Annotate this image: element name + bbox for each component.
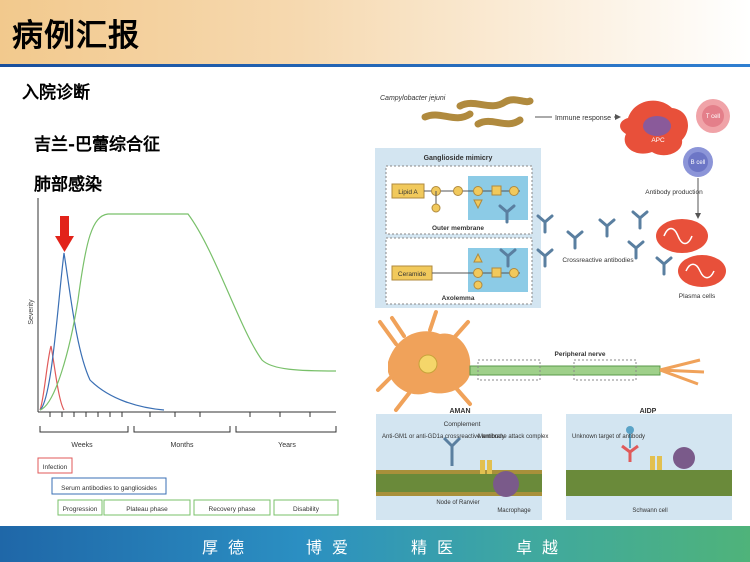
title-bar: 病例汇报 [0, 0, 750, 64]
time-axis-ticks [49, 412, 311, 417]
infection-curve [39, 345, 65, 411]
y-axis-label: Severity [28, 299, 35, 325]
clinical-course-figure: Severity Weeks Months Years Infection Se… [28, 198, 339, 516]
svg-text:Campylobacter jejuni: Campylobacter jejuni [380, 95, 446, 102]
antibodies-box [51, 477, 167, 495]
infection-box [37, 457, 73, 474]
footer-bar: 厚德 博爱 精医 卓越 [0, 526, 750, 562]
section-heading: 入院诊断 [22, 83, 90, 103]
scale-years: Years [278, 442, 296, 449]
plasma-cell-icon [656, 219, 726, 287]
aidp-panel [566, 414, 732, 520]
neuron-icon [376, 310, 472, 412]
motto-4: 卓越 [516, 538, 569, 557]
pathogenesis-figure: Campylobacter jejuni Immune response APC… [375, 95, 732, 520]
svg-text:Peripheral nerve: Peripheral nerve [555, 351, 606, 358]
svg-text:Schwann cell: Schwann cell [632, 508, 667, 514]
macrophage-icon [493, 471, 519, 497]
slide-title: 病例汇报 [12, 18, 140, 54]
svg-text:Infection: Infection [43, 464, 68, 471]
svg-text:B cell: B cell [691, 160, 706, 166]
svg-text:T cell: T cell [706, 114, 720, 120]
svg-text:Ganglioside mimicry: Ganglioside mimicry [424, 155, 493, 162]
title-divider [0, 64, 750, 67]
svg-text:Complement: Complement [444, 421, 481, 428]
motto-2: 博爱 [306, 538, 359, 557]
svg-text:AMAN: AMAN [450, 408, 471, 415]
svg-text:Plateau phase: Plateau phase [126, 506, 168, 513]
svg-text:Anti-GM1 or anti-GD1a crossrea: Anti-GM1 or anti-GD1a crossreactive anti… [382, 434, 505, 440]
progression-box [57, 499, 103, 516]
peripheral-nerve-icon [469, 365, 661, 376]
diagnosis-item-2: 肺部感染 [34, 175, 102, 195]
diagnosis-item-1: 吉兰-巴蕾综合征 [34, 135, 161, 155]
bacterium-icon [456, 96, 534, 110]
plateau-box [103, 499, 191, 516]
aman-panel [376, 414, 542, 520]
svg-text:Ceramide: Ceramide [398, 271, 427, 278]
scale-weeks: Weeks [71, 442, 93, 449]
svg-text:Membrane attack complex: Membrane attack complex [478, 434, 548, 440]
svg-text:Serum antibodies to gangliosid: Serum antibodies to gangliosides [61, 485, 158, 492]
svg-text:Node of Ranvier: Node of Ranvier [436, 500, 479, 506]
svg-text:Immune response: Immune response [555, 115, 611, 122]
svg-text:Recovery phase: Recovery phase [209, 506, 256, 513]
svg-text:Progression: Progression [63, 506, 98, 513]
disability-box [273, 499, 339, 516]
svg-text:Crossreactive antibodies: Crossreactive antibodies [562, 257, 634, 264]
recovery-box [193, 499, 271, 516]
antibody-production-label: Antibody production [645, 189, 703, 196]
peak-arrow-icon [55, 216, 74, 252]
svg-text:Outer membrane: Outer membrane [432, 225, 484, 232]
svg-text:Plasma cells: Plasma cells [679, 293, 716, 300]
disability-curve [39, 213, 337, 411]
svg-text:Axolemma: Axolemma [442, 295, 475, 302]
svg-text:Disability: Disability [293, 506, 320, 513]
svg-text:Lipid A: Lipid A [398, 189, 418, 196]
svg-text:Macrophage: Macrophage [497, 508, 531, 514]
motto-3: 精医 [411, 538, 464, 557]
svg-text:APC: APC [651, 137, 665, 144]
scale-months: Months [171, 442, 194, 449]
motto-1: 厚德 [202, 538, 255, 557]
aidp-macrophage-icon [673, 447, 695, 469]
antibody-curve [39, 252, 165, 411]
svg-text:Unknown target of antibody: Unknown target of antibody [572, 434, 645, 440]
svg-text:AIDP: AIDP [640, 408, 657, 415]
antibody-icons [498, 204, 673, 276]
